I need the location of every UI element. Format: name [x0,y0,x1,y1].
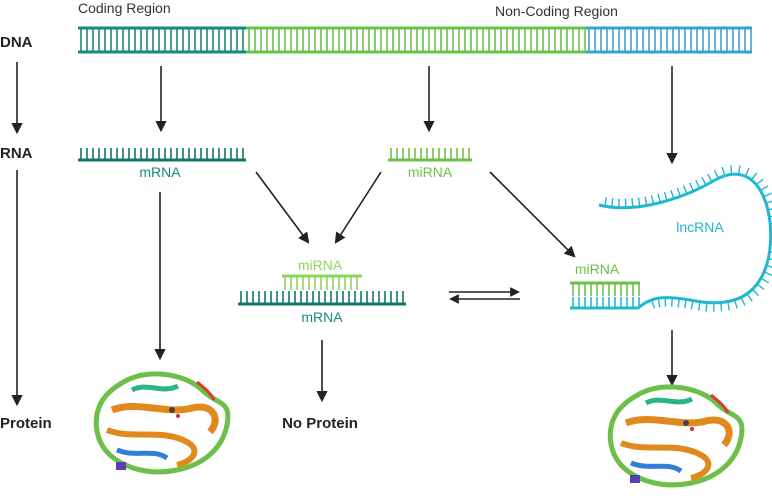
mrna-label: mRNA [139,164,181,180]
mirna-mrna-complex [238,276,406,304]
rna-row-label: RNA [0,145,33,162]
lncrna-mirna-label: miRNA [575,261,620,277]
mirna-label: miRNA [408,164,453,180]
mirna-to-lncrna-arrow [490,172,574,256]
lncrna-label: lncRNA [676,219,724,235]
protein-ribbon-icon [610,387,742,485]
dna-coding-segment [78,28,246,52]
dna-row-label: DNA [0,34,33,51]
mrna-strand [78,148,246,160]
dna-noncoding-segment-mirna [246,28,586,52]
coding-region-label: Coding Region [78,0,171,16]
complex-mrna-label: mRNA [301,309,343,325]
non-coding-region-label: Non-Coding Region [495,3,618,19]
lncrna-backbone [570,174,771,308]
protein-ribbon-icon [96,374,228,472]
protein-row-label: Protein [0,415,52,432]
dna-noncoding-segment-lncrna [586,28,752,52]
lncrna-structure [570,165,772,311]
mrna-to-complex-arrow [256,172,308,242]
complex-mirna-label: miRNA [298,257,343,273]
lncrna-bases [605,165,772,311]
mirna-strand [388,148,472,160]
dna-strand [78,28,752,52]
lncrna-bound-mirna [570,283,640,308]
no-protein-label: No Protein [282,415,358,432]
mirna-to-complex-arrow [336,172,381,242]
